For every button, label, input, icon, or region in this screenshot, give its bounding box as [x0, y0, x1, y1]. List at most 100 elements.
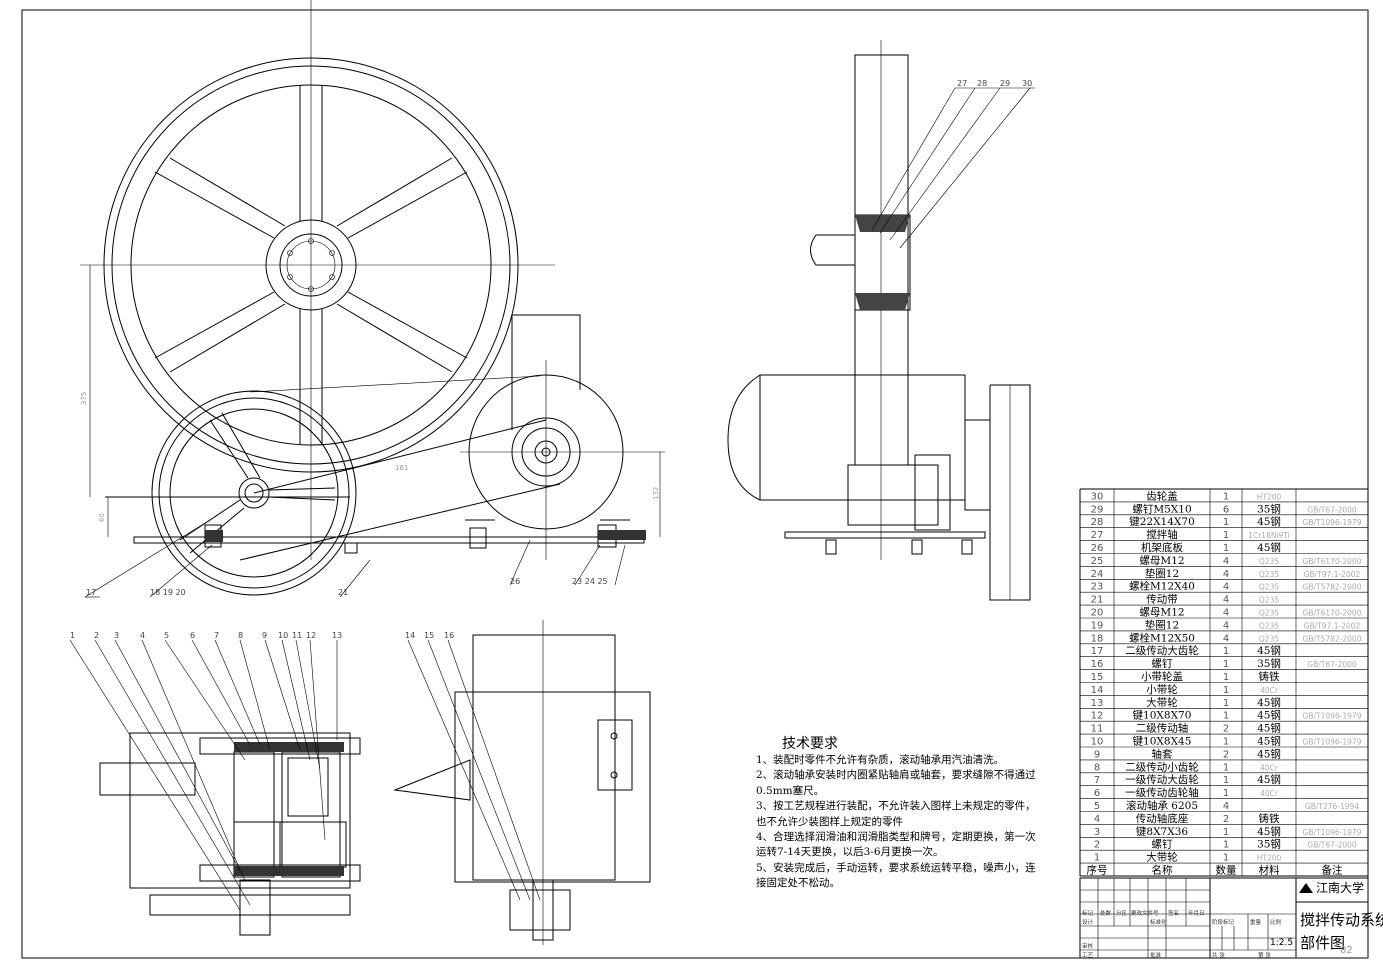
bom-qty: 1 — [1223, 698, 1229, 709]
bom-name: 螺钉M5X10 — [1132, 503, 1191, 515]
plan-balloon-6: 6 — [190, 631, 195, 640]
bom-qty: 1 — [1223, 762, 1229, 773]
bom-no: 10 — [1091, 737, 1104, 748]
tb-approve: 批准 — [1150, 951, 1162, 959]
bom-qty: 4 — [1223, 595, 1229, 606]
bom-material: 40Cr — [1260, 686, 1279, 695]
side-view: 27 28 29 30 — [727, 40, 1035, 601]
section-view — [393, 620, 651, 945]
bom-qty: 1 — [1223, 685, 1229, 696]
dim-60: 60 — [98, 513, 106, 522]
bom-header-material: 材料 — [1259, 864, 1281, 877]
tb-design: 设计 — [1082, 918, 1094, 926]
bom-no: 4 — [1094, 814, 1100, 825]
side-balloon-30: 30 — [1022, 79, 1032, 88]
bom-no: 25 — [1091, 556, 1104, 567]
tech-requirements-title: 技术要求 — [782, 736, 838, 752]
tb-doc: 更改文件号 — [1131, 909, 1159, 917]
bom-name: 传动带 — [1146, 594, 1178, 606]
bom-note: GB/T67-2000 — [1307, 841, 1357, 850]
tb-standard: 标准化 — [1150, 918, 1167, 926]
bom-material: 45钢 — [1257, 515, 1281, 528]
bom-no: 17 — [1091, 646, 1104, 657]
front-balloon-232425: 23 24 25 — [572, 577, 608, 586]
bom-material: Q235 — [1259, 634, 1279, 643]
bom-no: 24 — [1091, 569, 1104, 580]
bom-qty: 2 — [1223, 814, 1229, 825]
bom-material: 铸铁 — [1259, 812, 1281, 825]
tech-item-3: 3、按工艺规程进行装配，不允许装入图样上未规定的零件，也不允许少装图样上规定的零… — [756, 800, 1036, 828]
bom-qty: 4 — [1223, 633, 1229, 644]
bom-qty: 4 — [1223, 582, 1229, 593]
bom-qty: 1 — [1223, 530, 1229, 541]
bom-no: 14 — [1091, 685, 1104, 696]
bom-qty: 4 — [1223, 801, 1229, 812]
bom-name: 键10X8X70 — [1133, 709, 1192, 722]
bom-header-qty: 数量 — [1216, 864, 1238, 877]
tech-item-1: 1、装配时零件不允许有杂质，滚动轴承用汽油清洗。 — [756, 754, 1005, 766]
plan-balloon-13: 13 — [332, 631, 342, 640]
bom-qty: 1 — [1223, 711, 1229, 722]
tb-review: 审核 — [1082, 942, 1094, 950]
tech-item-2: 2、滚动轴承安装时内圈紧贴轴肩或轴套，要求缝隙不得通过0.5mm塞尺。 — [756, 769, 1036, 797]
drawing-title: 搅拌传动系统 — [1300, 911, 1383, 929]
bom-name: 螺钉 — [1152, 839, 1174, 851]
bom-name: 键8X7X36 — [1136, 825, 1188, 838]
tb-ratio: 比例 — [1270, 918, 1282, 926]
bom-qty: 4 — [1223, 620, 1229, 631]
bom-no: 12 — [1091, 711, 1104, 722]
bom-note: GB/T5782-2000 — [1303, 634, 1362, 643]
tech-requirements-list: 1、装配时零件不允许有杂质，滚动轴承用汽油清洗。 2、滚动轴承安装时内圈紧贴轴肩… — [756, 753, 1044, 892]
bom-no: 23 — [1091, 582, 1104, 593]
bom-material: 45钢 — [1257, 722, 1281, 735]
front-balloon-17: 17 — [86, 588, 96, 597]
tb-zone: 分区 — [1116, 909, 1128, 917]
tb-stage: 阶段标记 — [1212, 918, 1235, 926]
front-balloon-26: 26 — [510, 577, 520, 586]
plan-balloon-3: 3 — [114, 631, 119, 640]
bom-material: 45钢 — [1257, 644, 1281, 657]
bom-material: 45钢 — [1257, 696, 1281, 709]
bom-no: 21 — [1091, 595, 1104, 606]
bom-material: HT200 — [1257, 492, 1282, 501]
bom-qty: 1 — [1223, 737, 1229, 748]
bom-material: Q235 — [1259, 596, 1279, 605]
bom-name: 大带轮 — [1146, 696, 1178, 709]
bom-note: GB/T1096-1979 — [1303, 738, 1362, 747]
bom-name: 大带轮 — [1146, 851, 1178, 864]
bom-no: 29 — [1091, 504, 1104, 515]
bom-qty: 2 — [1223, 749, 1229, 760]
bom-note: GB/T97.1-2002 — [1304, 570, 1361, 579]
drawing-number: 02 — [1340, 945, 1353, 956]
bom-material: 45钢 — [1257, 735, 1281, 748]
plan-balloon-7: 7 — [214, 631, 219, 640]
bom-no: 8 — [1094, 762, 1100, 773]
bom-name: 一级传动大齿轮 — [1125, 773, 1199, 786]
bom-note: GB/T1096-1979 — [1303, 712, 1362, 721]
plan-balloon-10: 10 — [278, 631, 288, 640]
bom-name: 螺钉 — [1152, 658, 1174, 670]
bom-qty: 1 — [1223, 517, 1229, 528]
bom-name: 二级传动轴 — [1136, 722, 1189, 735]
side-balloon-29: 29 — [1000, 79, 1010, 88]
dim-375: 375 — [80, 392, 88, 405]
bom-material: 45钢 — [1257, 825, 1281, 838]
tb-sign: 签名 — [1168, 909, 1179, 917]
bom-note: GB/T1096-1979 — [1303, 828, 1362, 837]
bom-note: GB/T6170-2000 — [1303, 557, 1362, 566]
bom-material: 铸铁 — [1259, 670, 1281, 683]
plan-balloon-15: 15 — [424, 631, 434, 640]
side-balloon-27: 27 — [957, 79, 967, 88]
bom-no: 27 — [1091, 530, 1104, 541]
tb-date: 年月日 — [1188, 909, 1205, 917]
bom-no: 7 — [1094, 775, 1100, 786]
bom-qty: 1 — [1223, 659, 1229, 670]
bom-note: GB/T67-2000 — [1307, 660, 1357, 669]
bom-qty: 1 — [1223, 491, 1229, 502]
bom-material: 40Cr — [1260, 763, 1279, 772]
bom-name: 二级传动小齿轮 — [1125, 760, 1199, 773]
bom-no: 20 — [1091, 608, 1104, 619]
tb-count: 处数 — [1100, 909, 1112, 917]
dim-161: 161 — [395, 464, 408, 472]
